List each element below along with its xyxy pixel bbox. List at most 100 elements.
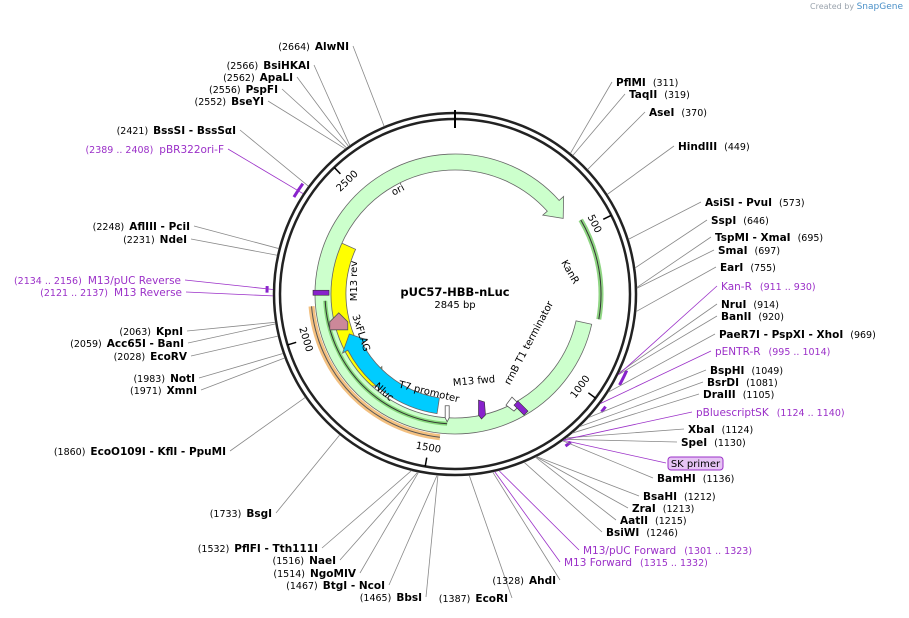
site-leader: [492, 471, 561, 581]
site-name: AhdI: [529, 575, 556, 587]
site-ndei-label: (2231)NdeI: [123, 234, 187, 246]
site-name: NruI: [721, 299, 746, 311]
primer-leader: [600, 350, 712, 405]
site-leader: [229, 397, 306, 452]
kan-r-arc: [618, 369, 629, 386]
primer-name: pENTR-R: [715, 346, 761, 358]
site-leader: [587, 111, 646, 170]
primer-leader: [617, 285, 718, 376]
kanr-band-line: [580, 219, 602, 320]
snapgene-brand: SnapGene: [856, 2, 903, 12]
site-name: ZraI: [632, 503, 656, 515]
site-name: SmaI: [718, 245, 748, 257]
site-position: (2556): [209, 85, 241, 96]
site-bamhi-label: (1136)BamHI: [657, 473, 734, 485]
t7-promoter-feature: [444, 405, 450, 423]
site-name: EarI: [720, 262, 743, 274]
site-btgi-label: (1467)BtgI - NcoI: [286, 580, 385, 592]
site-alwni-label: (2664)AlwNI: [278, 41, 349, 53]
site-bsiwi-label: (1246)BsiWI: [606, 527, 678, 539]
site-name: BssSI - BssSαI: [153, 125, 236, 137]
site-paer7i-label: (969)PaeR7I - PspXI - XhoI: [719, 329, 876, 341]
m13-rev-label: M13 rev: [349, 261, 360, 302]
site-position: (573): [779, 198, 805, 209]
site-position: (1860): [54, 447, 86, 458]
site-position: (2248): [93, 222, 125, 233]
pbr322ori-f-arc: [292, 182, 305, 198]
site-leader: [562, 440, 654, 479]
site-bbsi-label: (1465)BbsI: [360, 592, 422, 604]
site-position: (1387): [439, 594, 471, 605]
primer-pbr322ori-f-label: pBR322ori-F(2389 .. 2408): [85, 144, 224, 156]
site-leader: [570, 81, 613, 154]
site-name: PaeR7I - PspXI - XhoI: [719, 329, 843, 341]
tick-label: 1500: [415, 441, 442, 456]
m13-fwd-feature: [478, 399, 486, 420]
site-position: (1081): [746, 378, 778, 389]
site-draiii-label: (1105) DraIII: [703, 389, 774, 401]
site-leader: [572, 393, 700, 434]
site-position: (1213): [663, 504, 695, 515]
site-position: (1514): [273, 569, 305, 580]
site-aatii-label: (1215)AatII: [620, 515, 687, 527]
site-leader: [296, 76, 349, 147]
site-name: AatII: [620, 515, 648, 527]
primer-leader: [494, 471, 561, 563]
primer-position: (2121 .. 2137): [40, 288, 108, 299]
site-leader: [275, 434, 341, 514]
site-position: (319): [664, 90, 690, 101]
primer-name: Kan-R: [721, 281, 752, 293]
site-position: (2059): [70, 339, 102, 350]
site-name: BsrDI: [707, 377, 739, 389]
site-position: (2231): [123, 235, 155, 246]
site-bsssi-label: (2421)BssSI - BssSαI: [117, 125, 236, 137]
site-leader: [635, 266, 717, 312]
site-position: (1105): [743, 390, 775, 401]
site-position: (914): [753, 300, 779, 311]
site-leader: [359, 472, 419, 574]
site-position: (755): [750, 263, 776, 274]
primer-kan-r-label: Kan-R (911 .. 930): [721, 281, 816, 293]
site-hindiii-label: (449)HindIII: [678, 141, 750, 153]
site-name: DraIII: [703, 389, 736, 401]
primer-position: (911 .. 930): [760, 282, 816, 293]
site-xbai-label: (1124)XbaI: [688, 424, 753, 436]
primer-leader: [498, 470, 580, 551]
site-leader: [239, 129, 309, 187]
site-leader: [186, 321, 276, 332]
site-leader: [634, 219, 708, 269]
site-kpni-label: (2063)KpnI: [119, 326, 183, 338]
leader-layer: [184, 45, 718, 599]
site-name: BamHI: [657, 473, 696, 485]
sk-primer-text: SK primer: [671, 459, 721, 470]
credit-prefix: Created by: [810, 2, 855, 11]
site-position: (370): [681, 108, 707, 119]
site-leader: [636, 236, 712, 288]
site-position: (646): [743, 216, 769, 227]
site-position: (2552): [195, 97, 227, 108]
primer-leader: [227, 148, 304, 195]
sk-primer-leader: [563, 439, 667, 464]
primer-name: pBluescriptSK: [696, 407, 770, 419]
site-name: BsgI: [246, 508, 272, 520]
site-leader: [536, 456, 629, 509]
site-leader: [572, 93, 626, 156]
site-sspi-label: (646)SspI: [711, 215, 769, 227]
sk-primer-bg: [667, 456, 724, 471]
site-leader: [190, 238, 278, 256]
primer-name: M13 Reverse: [114, 287, 182, 299]
site-pspfi-label: (2556)PspFI: [209, 84, 278, 96]
primer-pentr-r-label: pENTR-R(995 .. 1014): [715, 346, 830, 358]
site-position: (1532): [198, 544, 230, 555]
site-pflmi-label: (311)PflMI: [616, 77, 678, 89]
site-position: (2063): [119, 327, 151, 338]
site-name: BsiHKAI: [263, 60, 310, 72]
site-naei-label: (1516)NaeI: [273, 555, 337, 567]
site-name: AsiSI - PvuI: [705, 197, 772, 209]
site-position: (1983): [133, 374, 165, 385]
site-smai-label: (697)SmaI: [718, 245, 780, 257]
site-name: NaeI: [309, 555, 336, 567]
nluc-feature: [341, 333, 440, 415]
site-bsihkai-label: (2566)BsiHKAI: [227, 60, 310, 72]
